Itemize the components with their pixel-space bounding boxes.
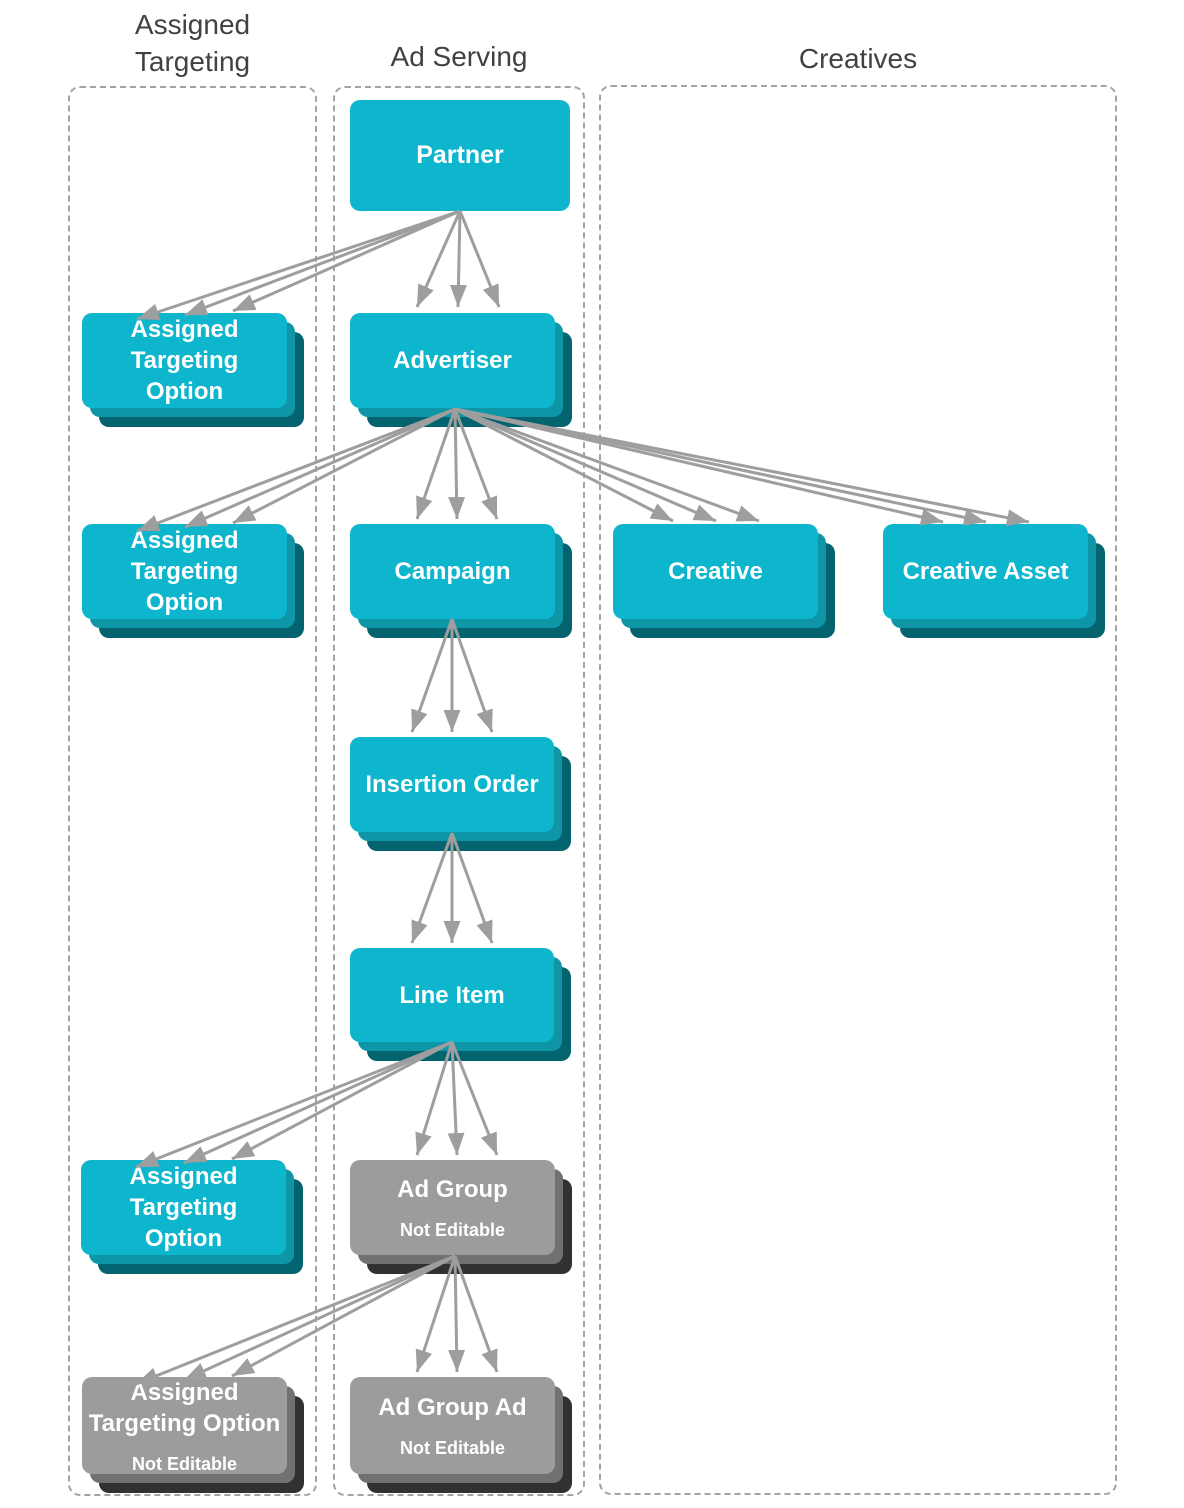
- column-ad-serving: [333, 86, 585, 1496]
- node-face: Assigned Targeting Option: [82, 313, 287, 408]
- node-creative-asset: Creative Asset: [883, 524, 1105, 638]
- node-label: Assigned Targeting Option: [88, 1378, 281, 1437]
- node-label: Partner: [416, 141, 504, 169]
- node-assigned-targeting-option-1: Assigned Targeting Option: [82, 313, 304, 427]
- node-label: Ad Group Ad: [378, 1394, 527, 1421]
- node-creative: Creative: [613, 524, 835, 638]
- node-sublabel: Not Editable: [399, 1438, 505, 1458]
- node-label: Assigned Targeting Option: [130, 527, 239, 616]
- node-ad-group-ad: Ad Group Ad Not Editable: [350, 1377, 572, 1493]
- node-label: Campaign: [394, 558, 511, 585]
- node-label: Insertion Order: [365, 771, 539, 798]
- node-label: Advertiser: [393, 347, 512, 374]
- column-header-creatives: Creatives: [798, 43, 918, 74]
- node-face: Creative: [613, 524, 818, 619]
- column-assigned-targeting: [68, 86, 317, 1496]
- node-face: Assigned Targeting Option: [82, 524, 287, 619]
- node-assigned-targeting-option-2: Assigned Targeting Option: [82, 524, 304, 638]
- node-face: Line Item: [350, 948, 554, 1042]
- node-label: Assigned Targeting Option: [129, 1163, 238, 1252]
- node-sublabel: Not Editable: [399, 1220, 505, 1240]
- node-label: Ad Group: [397, 1176, 508, 1203]
- node-line-item: Line Item: [350, 948, 571, 1061]
- node-label: Line Item: [399, 981, 505, 1009]
- node-label: Creative: [668, 558, 763, 585]
- node-face: Campaign: [350, 524, 555, 619]
- node-assigned-targeting-option-3: Assigned Targeting Option: [81, 1160, 303, 1274]
- node-partner: Partner: [350, 100, 570, 211]
- node-campaign: Campaign: [350, 524, 572, 638]
- column-header-ad-serving: Ad Serving: [390, 41, 528, 72]
- column-header-assigned-targeting: Assigned Targeting: [134, 9, 251, 77]
- node-face: Ad Group Ad Not Editable: [350, 1377, 555, 1474]
- node-advertiser: Advertiser: [350, 313, 572, 427]
- node-label: Assigned Targeting Option: [130, 316, 239, 405]
- node-face: Insertion Order: [350, 737, 554, 832]
- node-face: Assigned Targeting Option: [81, 1160, 286, 1255]
- node-face: Advertiser: [350, 313, 555, 408]
- node-label: Creative Asset: [902, 558, 1069, 585]
- column-creatives: [599, 85, 1117, 1495]
- node-face: Partner: [350, 100, 570, 211]
- node-sublabel: Not Editable: [131, 1453, 237, 1474]
- node-face: Creative Asset: [883, 524, 1088, 619]
- node-insertion-order: Insertion Order: [350, 737, 571, 851]
